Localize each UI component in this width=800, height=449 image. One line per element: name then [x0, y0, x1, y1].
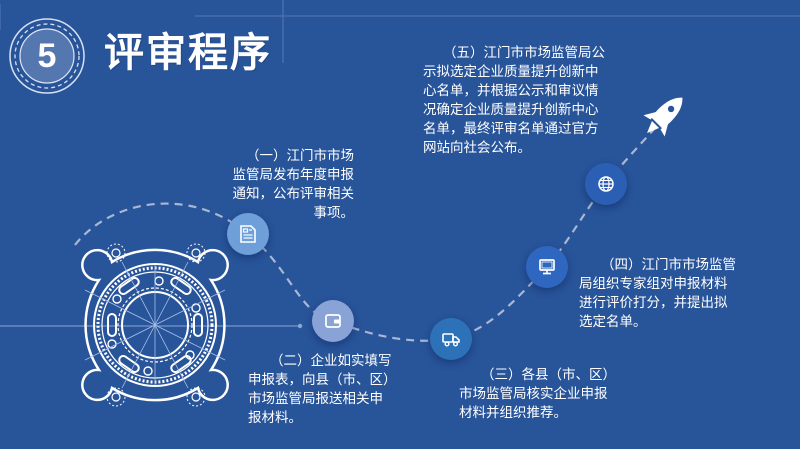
step-1-node[interactable] [227, 213, 269, 255]
truck-icon [442, 333, 460, 347]
step-1-text: （一）江门市市场 监管局发布年度申报 通知，公布评审相关 事项。 [232, 148, 355, 221]
step-number-badge [9, 18, 85, 94]
wallet-icon [325, 314, 341, 328]
document-icon [240, 225, 256, 243]
step-2-text: （二）企业如实填写 申报表，向县（市、区） 市场监管局报送相关申 报材料。 [248, 353, 397, 426]
step-5-text: （五）江门市市场监管局公 示拟选定企业质量提升创新中 心名单，并根据公示和审议情… [423, 45, 605, 156]
monitor-icon [539, 259, 555, 275]
rocket-icon [643, 97, 683, 137]
gear-blueprint-icon [81, 243, 229, 407]
step-4-text: （四）江门市市场监管 局组织专家组对申报材料 进行评价打分，并提出拟 选定名单。 [579, 257, 736, 330]
step-5-node[interactable] [585, 163, 627, 205]
step-2-node[interactable] [312, 300, 354, 342]
step-4-node[interactable] [526, 246, 568, 288]
step-3-node[interactable] [430, 318, 472, 360]
step-3-text: （三）各县（市、区） 市场监管局核实企业申报 材料并组织推荐。 [459, 367, 616, 421]
step-number: 5 [37, 36, 57, 75]
globe-icon [598, 176, 614, 192]
page-title: 评审程序 [104, 30, 272, 76]
